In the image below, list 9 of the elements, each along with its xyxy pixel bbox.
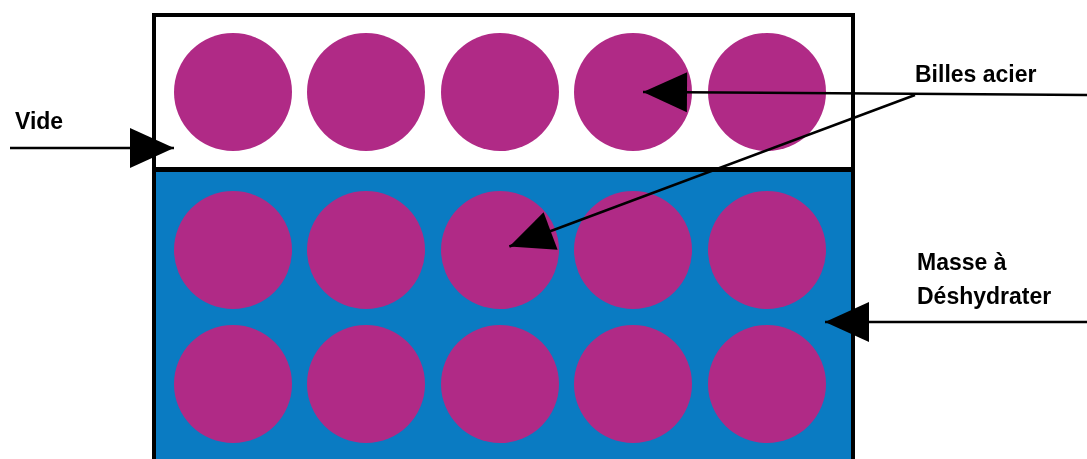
callout-label: Vide (15, 104, 64, 138)
leader-arrow (508, 93, 916, 250)
empty-space-section (152, 13, 855, 171)
mass-section (152, 168, 855, 459)
callout-label: Billes acier (915, 57, 1037, 91)
leader-arrow (825, 302, 1087, 342)
callout-label: Masse à Déshydrater (917, 245, 1085, 313)
leader-arrow (10, 128, 174, 168)
leader-arrow (643, 72, 1087, 113)
